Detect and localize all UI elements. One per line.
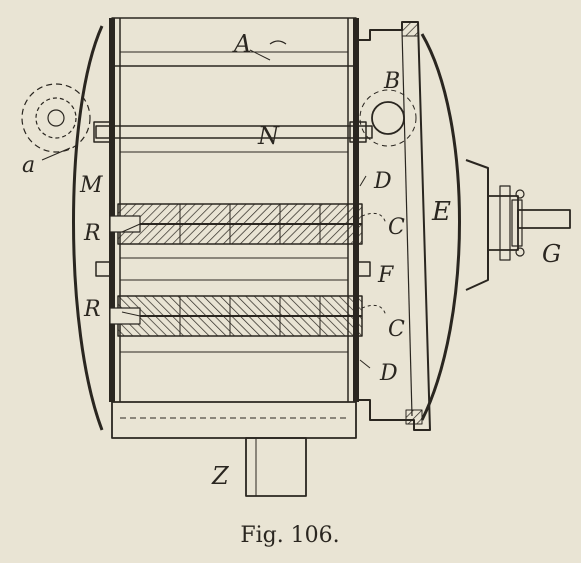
label-f: F <box>377 263 394 288</box>
label-m: M <box>79 173 103 198</box>
label-d-lower: D <box>379 361 398 386</box>
pulley-a <box>21 83 91 153</box>
bottom-drum <box>111 401 357 439</box>
outlet-z <box>245 437 307 497</box>
top-drum <box>111 17 357 67</box>
label-d-upper: D <box>373 169 392 194</box>
label-a-top: A <box>232 30 251 58</box>
left-curved-wall <box>72 25 104 431</box>
label-z: Z <box>211 462 230 490</box>
label-g: G <box>542 240 561 268</box>
label-b: B <box>383 69 400 94</box>
pulley-b <box>371 101 405 135</box>
label-a-small: a <box>22 153 35 178</box>
figure-caption: Fig. 106. <box>240 523 339 548</box>
label-r-lower: R <box>83 297 101 322</box>
right-housing <box>356 21 431 431</box>
label-e: E <box>431 197 451 227</box>
label-n: N <box>257 122 280 150</box>
shaft-g <box>517 209 571 229</box>
end-hub <box>465 159 489 291</box>
label-r-upper: R <box>83 221 101 246</box>
label-c-upper: C <box>388 215 405 240</box>
tie-rod <box>95 125 373 139</box>
right-curved-wall <box>420 33 461 421</box>
label-c-lower: C <box>388 317 405 342</box>
